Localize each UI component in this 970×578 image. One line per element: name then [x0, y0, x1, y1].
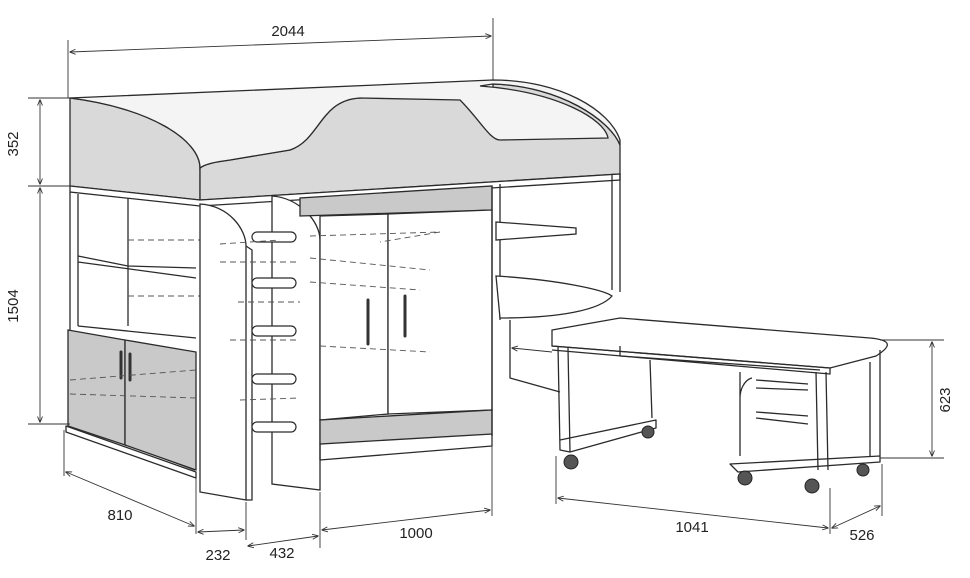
dim-desk-length: 1041: [675, 519, 708, 536]
desk-top: [551, 317, 888, 369]
dim-total-length: 2044: [271, 23, 304, 40]
dimension-labels: 2044 352 1504 810 232 432 1000 623 1041 …: [5, 23, 954, 564]
pull-out-desk: [551, 317, 888, 494]
dim-ladder-depth: 232: [205, 547, 230, 564]
left-shelf-unit: [65, 192, 200, 479]
dim-top-guard-height: 352: [5, 131, 22, 156]
bed-frame: [69, 79, 621, 207]
cabinet-door-left: [319, 213, 389, 421]
desk-wheels: [563, 425, 870, 494]
left-cabinet-door-left: [67, 329, 126, 446]
dim-ladder-width: 432: [269, 545, 294, 562]
dim-desk-height: 623: [937, 387, 954, 412]
dimension-lines: [28, 18, 944, 548]
dim-depth: 810: [107, 507, 132, 524]
ladder: [199, 195, 321, 501]
central-cabinet: [219, 185, 493, 461]
dim-bed-height: 1504: [5, 289, 22, 322]
right-shelf-unit: [491, 174, 621, 436]
left-cabinet-door-right: [124, 339, 197, 471]
bed-back-rail: [69, 79, 621, 170]
dim-desk-depth: 526: [849, 527, 874, 544]
dim-cabinet-width: 1000: [399, 525, 432, 542]
corner-shelf: [495, 275, 613, 319]
ladder-rungs: [251, 231, 297, 433]
ladder-side-panel-left: [199, 203, 247, 501]
